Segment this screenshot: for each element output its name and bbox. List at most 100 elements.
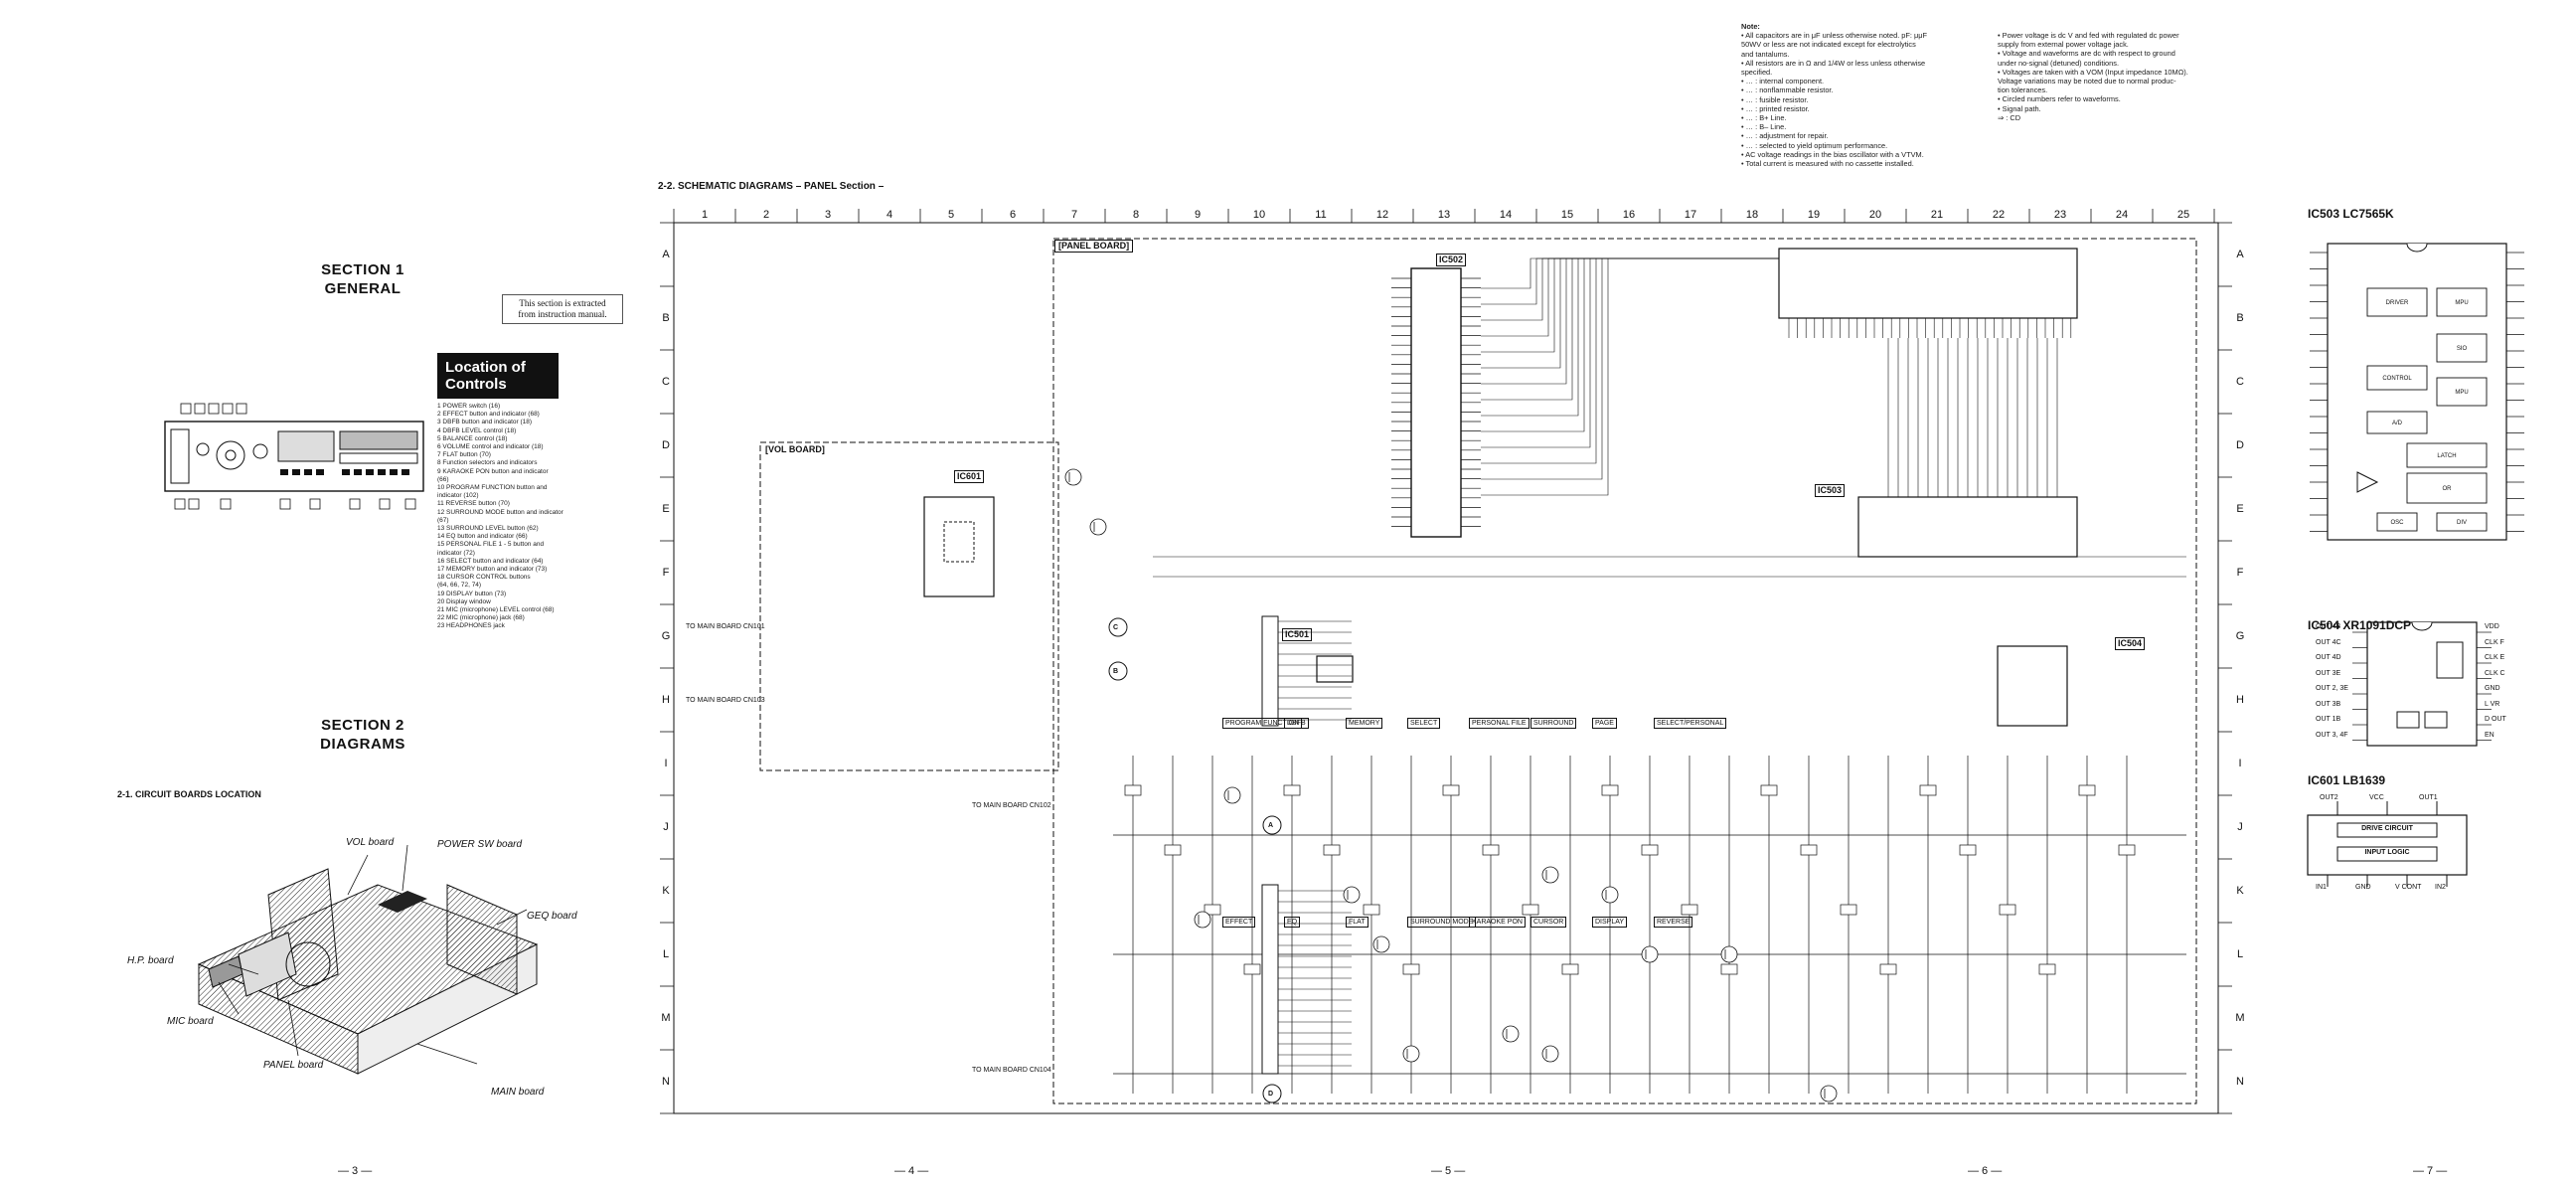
switch-label: PAGE <box>1592 718 1617 729</box>
column-number: 24 <box>2115 209 2129 221</box>
switch-symbol <box>1323 844 1341 856</box>
bus-line <box>1481 257 1779 337</box>
switch-symbol <box>1999 904 2016 916</box>
ic503-block-label: MPU <box>2455 390 2468 396</box>
location-title: Location of Controls <box>437 353 559 399</box>
column-number: 8 <box>1132 209 1140 221</box>
note-line: • Circled numbers refer to waveforms. <box>1998 94 2121 104</box>
page-number-3: — 3 — <box>338 1165 373 1177</box>
switch-symbol <box>1720 963 1738 975</box>
switch-symbol <box>1124 784 1142 796</box>
page-number-6: — 6 — <box>1968 1165 2003 1177</box>
note-line: ⇒ : CD <box>1998 112 2021 122</box>
switch-label: REVERSE <box>1654 917 1693 928</box>
location-item: (64, 66, 72, 74) <box>437 582 482 590</box>
column-number: 4 <box>886 209 893 221</box>
column-number: 17 <box>1684 209 1697 221</box>
ic601-pin-label: OUT2 <box>2320 794 2338 801</box>
column-number: 16 <box>1622 209 1636 221</box>
power-sw-board-label: POWER SW board <box>437 839 523 850</box>
location-item: 9 KARAOKE PON button and indicator <box>437 467 549 475</box>
row-letter: K <box>662 885 670 897</box>
page-number-4: — 4 — <box>894 1165 929 1177</box>
bus-line <box>1481 257 1779 432</box>
location-item: 8 Function selectors and indicators <box>437 459 538 467</box>
location-item: 21 MIC (microphone) LEVEL control (68) <box>437 606 555 614</box>
ic504-pin-label: OUT 2, 3E <box>2316 685 2348 692</box>
switch-label: DISPLAY <box>1592 917 1628 928</box>
note-line: Voltage variations may be noted due to n… <box>1998 77 2176 86</box>
column-number: 11 <box>1315 209 1327 221</box>
location-item: 14 EQ button and indicator (66) <box>437 533 528 541</box>
ic503-title: IC503 LC7565K <box>2308 207 2394 221</box>
row-letter: I <box>2238 758 2242 769</box>
bus-line <box>1481 257 1779 496</box>
transistor-symbol <box>1720 945 1738 963</box>
switch-symbol <box>1800 844 1818 856</box>
note-line: • … : B– Line. <box>1741 122 1787 132</box>
switch-label: EFFECT <box>1222 917 1256 928</box>
ic503-block <box>2436 287 2488 317</box>
location-item: 4 DBFB LEVEL control (18) <box>437 426 517 434</box>
switch-label: SURROUND <box>1530 718 1577 729</box>
switch-symbol <box>1402 963 1420 975</box>
connector-a: A <box>1268 822 1274 829</box>
ic601-pin-label: V CONT <box>2395 884 2422 891</box>
switch-label: MEMORY <box>1346 718 1383 729</box>
panel-board-tag: [PANEL BOARD] <box>1054 240 1134 253</box>
ic503-block-label: SIO <box>2457 346 2468 352</box>
switch-symbol <box>1879 963 1897 975</box>
row-letter: D <box>662 439 670 451</box>
note-line: supply from external power voltage jack. <box>1998 40 2129 50</box>
note-line: • … : selected to yield optimum performa… <box>1741 140 1888 150</box>
ic601-label: IC601 <box>954 470 985 483</box>
location-item: 6 VOLUME control and indicator (18) <box>437 443 544 451</box>
location-item: 2 EFFECT button and indicator (68) <box>437 411 540 419</box>
location-item: 19 DISPLAY button (73) <box>437 590 507 597</box>
row-letter: C <box>662 376 670 388</box>
ic503-block-label: A/D <box>2392 421 2403 426</box>
bus-line <box>1481 257 1779 480</box>
switch-symbol <box>1760 784 1778 796</box>
section1-heading: SECTION 1 GENERAL <box>321 261 404 297</box>
ic504-pin-label: OUT 3, 4F <box>2316 731 2348 739</box>
transistor-symbol <box>1372 935 1390 953</box>
transistor-symbol <box>1089 518 1107 536</box>
schematic-title: 2-2. SCHEMATIC DIAGRAMS – PANEL Section … <box>658 181 885 192</box>
ic504-pin-label: OUT 4B <box>2316 623 2341 630</box>
note-line: • … : nonflammable resistor. <box>1741 85 1834 95</box>
row-letter: B <box>662 312 670 324</box>
switch-symbol <box>2078 784 2096 796</box>
switch-symbol <box>1204 904 1221 916</box>
ic503-block-label: CONTROL <box>2382 376 2412 382</box>
bus-line <box>1481 257 1779 417</box>
location-item: 5 BALANCE control (18) <box>437 434 508 442</box>
transistor-symbol <box>1641 945 1659 963</box>
to-main-c: TO MAIN BOARD CN101 <box>686 623 765 630</box>
row-letter: N <box>662 1076 670 1088</box>
notes-left: Note: • All capacitors are in μF unless … <box>1741 22 1990 168</box>
switch-label: PROGRAM FUNCTION <box>1222 718 1303 729</box>
transistor-symbol <box>1820 1085 1838 1102</box>
row-letter: E <box>662 503 670 515</box>
bus-line <box>1481 257 1779 305</box>
section2-heading: SECTION 2 DIAGRAMS <box>320 717 405 753</box>
note-line: • Power voltage is dc V and fed with reg… <box>1998 31 2179 40</box>
ic503-block-label: LATCH <box>2437 453 2456 459</box>
connector-d: D <box>1268 1091 1274 1098</box>
switch-symbol <box>1243 963 1261 975</box>
column-number: 10 <box>1252 209 1266 221</box>
switch-label: SURROUND MODE <box>1407 917 1477 928</box>
ic503-block-label: DRIVER <box>2386 300 2409 306</box>
ic503-block <box>2406 442 2488 468</box>
location-item: indicator (102) <box>437 492 479 500</box>
switch-symbol <box>1641 844 1659 856</box>
switch-symbol <box>1363 904 1380 916</box>
to-main-b: TO MAIN BOARD CN103 <box>686 697 765 704</box>
notes-right: • Power voltage is dc V and fed with reg… <box>1998 31 2226 122</box>
vol-board-tag: [VOL BOARD] <box>765 444 825 454</box>
bus-line <box>1481 257 1779 321</box>
switch-label: EQ <box>1284 917 1301 928</box>
